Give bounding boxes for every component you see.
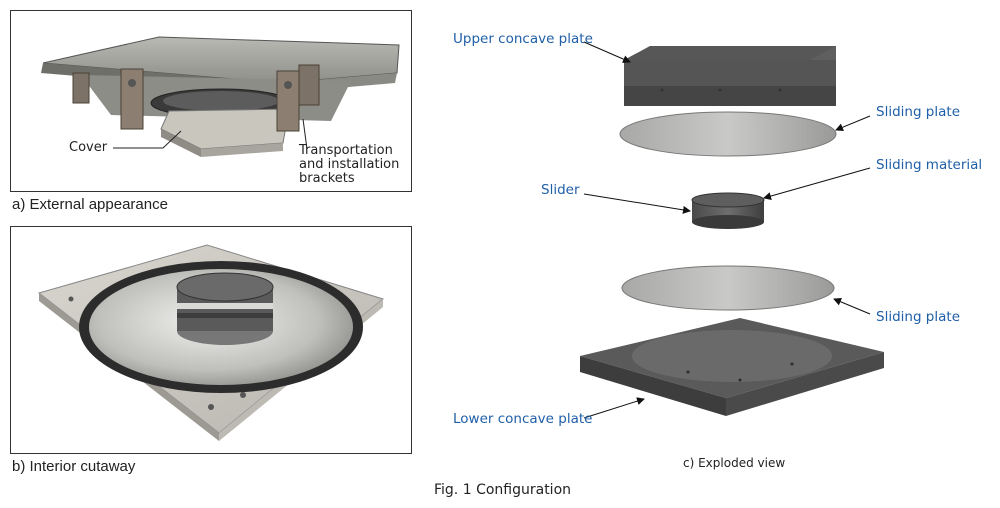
sliding-plate-bottom-arrow bbox=[833, 298, 871, 315]
sliding-plate-top-arrow bbox=[835, 115, 871, 132]
slider-label: Slider bbox=[541, 182, 580, 198]
upper-concave-plate-shape bbox=[624, 46, 836, 106]
sliding-material-label: Sliding material bbox=[876, 157, 983, 173]
lower-concave-plate-arrow bbox=[583, 397, 645, 419]
slider-arrow bbox=[583, 193, 691, 214]
interior-cutaway-photo bbox=[10, 226, 412, 454]
sliding-plate-bottom-shape bbox=[621, 265, 835, 311]
sliding-plate-top-shape bbox=[619, 111, 837, 157]
brackets-label: Transportation and installation brackets bbox=[299, 143, 400, 186]
cover-label: Cover bbox=[69, 140, 108, 155]
sliding-plate-top-label: Sliding plate bbox=[876, 104, 960, 120]
slider-shape bbox=[691, 192, 765, 229]
interior-cutaway-caption: b) Interior cutaway bbox=[12, 458, 136, 475]
upper-concave-plate-arrow bbox=[583, 41, 631, 63]
external-appearance-photo: Cover Transportation and installation br… bbox=[10, 10, 412, 192]
sliding-material-arrow bbox=[763, 167, 871, 200]
figure-title: Fig. 1 Configuration bbox=[434, 482, 572, 498]
lower-concave-plate-label: Lower concave plate bbox=[453, 411, 593, 427]
sliding-plate-bottom-label: Sliding plate bbox=[876, 309, 960, 325]
interior-cutaway-illustration bbox=[37, 244, 385, 441]
external-appearance-caption: a) External appearance bbox=[12, 196, 168, 213]
external-appearance-illustration bbox=[41, 36, 400, 157]
lower-concave-plate-shape bbox=[580, 318, 884, 416]
upper-concave-plate-label: Upper concave plate bbox=[453, 31, 593, 47]
exploded-view-caption: c) Exploded view bbox=[683, 456, 786, 470]
